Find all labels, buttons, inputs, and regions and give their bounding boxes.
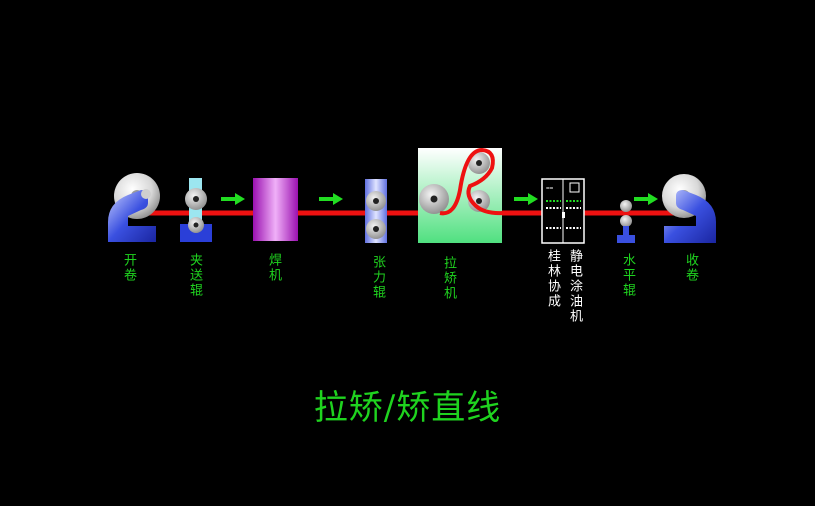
flow-arrow-2 [319, 193, 343, 205]
flow-arrows [221, 193, 658, 205]
label-oiler-brand: 桂林协成 [545, 249, 560, 309]
tension-leveler-machine [418, 147, 504, 243]
flow-arrow-1 [221, 193, 245, 205]
flow-arrow-3 [514, 193, 538, 205]
label-oiler: 静电涂油机 [567, 249, 582, 324]
svg-text:==: == [546, 185, 554, 192]
label-leveler: 拉矫机 [441, 256, 456, 301]
welder-machine [253, 178, 298, 241]
pinch-roll-machine [180, 178, 212, 242]
label-recoiler: 收卷 [683, 253, 698, 283]
leveling-roll-machine [617, 200, 635, 243]
label-uncoiler: 开卷 [121, 253, 136, 283]
label-tension-roll: 张力辊 [370, 255, 385, 300]
diagram-title: 拉矫/矫直线 [313, 388, 502, 428]
flow-arrow-4 [634, 193, 658, 205]
recoiler-machine [662, 174, 716, 243]
electrostatic-oiler-machine: == [541, 178, 585, 244]
label-pinch-roll: 夹送辊 [187, 253, 202, 298]
uncoiler-machine [108, 173, 160, 242]
tension-roll-machine [365, 179, 387, 243]
label-leveling-roll: 水平辊 [620, 253, 635, 298]
label-welder: 焊机 [266, 253, 281, 283]
